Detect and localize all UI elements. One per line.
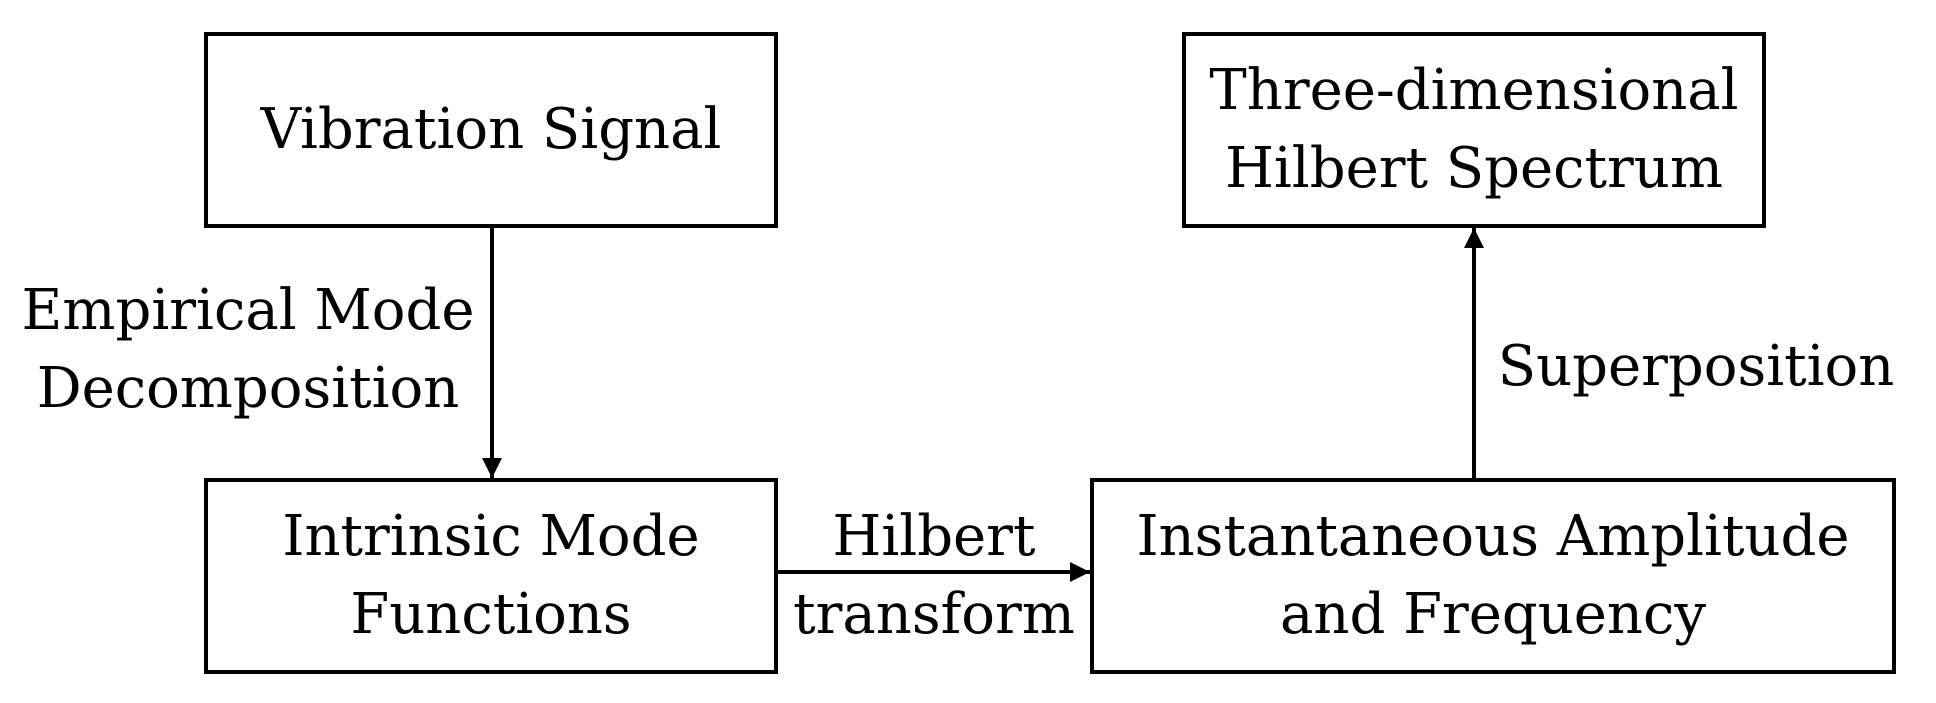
node-label: Three-dimensional [1209, 58, 1739, 123]
edge-label-line: Decomposition [36, 356, 460, 421]
node-label: Hilbert Spectrum [1225, 136, 1723, 201]
edge-label-superposition: Superposition [1486, 328, 1906, 406]
node-label: Intrinsic Mode [282, 504, 700, 569]
edge-label-line: Hilbert [832, 504, 1036, 569]
edge-label-line: transform [793, 582, 1075, 647]
edge-label-line: Empirical Mode [21, 278, 475, 343]
node-label: Instantaneous Amplitude [1136, 504, 1850, 569]
node-label: and Frequency [1280, 582, 1706, 647]
node-instantaneous-amplitude-frequency: Instantaneous Amplitude and Frequency [1090, 478, 1896, 674]
node-label: Vibration Signal [260, 97, 722, 162]
node-intrinsic-mode-functions: Intrinsic Mode Functions [204, 478, 778, 674]
edge-label-line: Superposition [1497, 334, 1895, 399]
edge-label-hilbert-transform: Hilbert transform [784, 498, 1084, 654]
node-label: Functions [350, 582, 632, 647]
edge-label-emd: Empirical Mode Decomposition [16, 272, 480, 428]
node-vibration-signal: Vibration Signal [204, 32, 778, 228]
node-hilbert-spectrum: Three-dimensional Hilbert Spectrum [1182, 32, 1766, 228]
